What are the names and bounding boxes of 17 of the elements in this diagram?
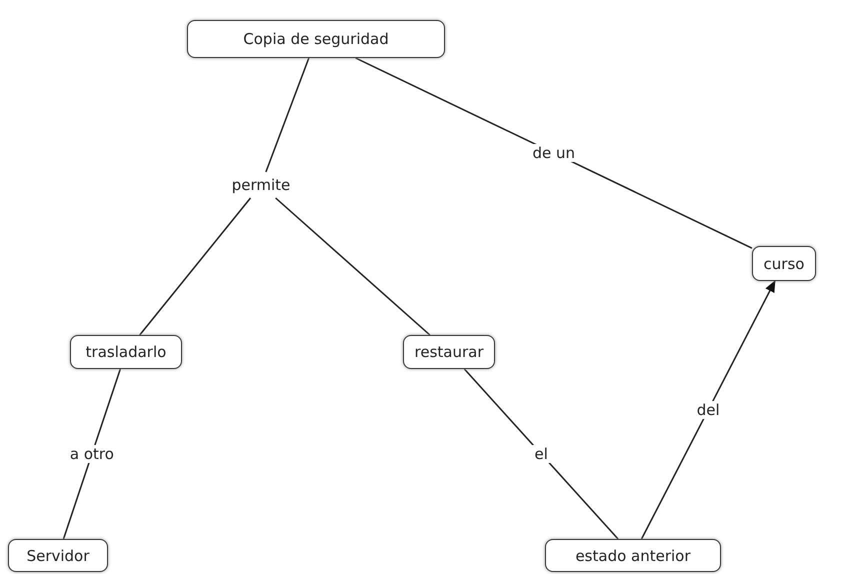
connector-line — [355, 57, 752, 249]
connector-line — [62, 368, 122, 540]
connector-line — [265, 58, 310, 172]
concept-box: Copia de seguridad — [187, 20, 445, 58]
edge-label: a otro — [68, 445, 116, 463]
connector-line — [275, 197, 430, 336]
connector-line — [139, 198, 252, 336]
edge-label: el — [532, 445, 550, 463]
connector-line — [464, 368, 619, 540]
edge-label: de un — [530, 144, 578, 162]
arrow — [640, 280, 776, 540]
concept-box: trasladarlo — [70, 335, 182, 369]
concept-box: estado anterior — [545, 539, 721, 572]
concept-box: Servidor — [8, 539, 108, 572]
concept-box: curso — [752, 246, 816, 281]
concept-box: restaurar — [403, 335, 495, 369]
linking-phrase: permite — [222, 172, 300, 198]
